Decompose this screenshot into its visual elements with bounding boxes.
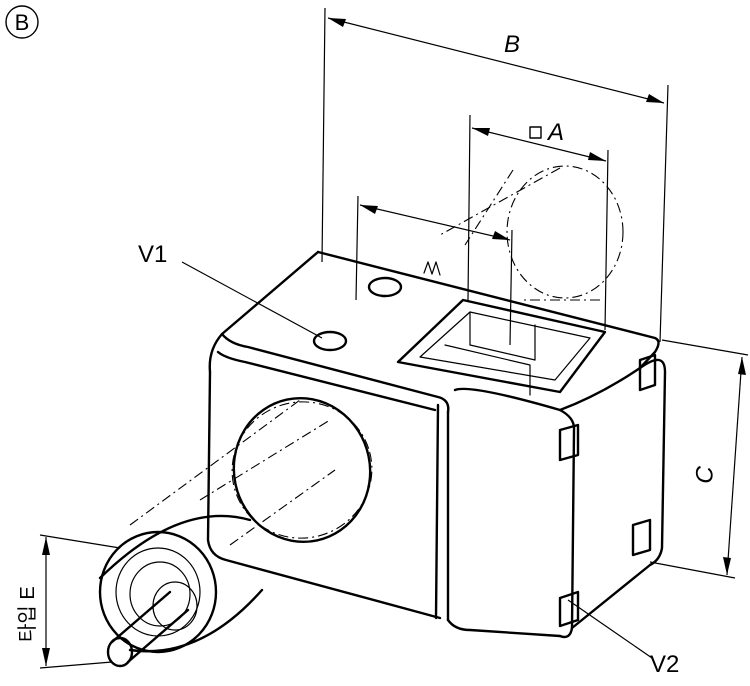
- view-badge-letter: B: [15, 10, 30, 35]
- break-mark: [423, 261, 441, 276]
- dimension-a: A: [467, 114, 609, 331]
- top-hole-v1: [312, 330, 348, 352]
- dimension-e: 타입 E: [16, 534, 121, 669]
- top-holes: [312, 276, 403, 352]
- v2-label: V2: [650, 651, 679, 678]
- view-badge: B: [5, 5, 39, 39]
- dimension-b: B: [321, 7, 669, 343]
- square-bore-opening: [396, 298, 607, 396]
- dimension-c: C: [649, 339, 749, 579]
- leader-v1: V1: [138, 241, 323, 339]
- dim-c-label: C: [691, 465, 719, 484]
- front-hub: [98, 514, 264, 668]
- front-shaft-sleeve: [129, 399, 373, 546]
- leader-v2: V2: [567, 599, 679, 678]
- block-body: [206, 250, 667, 639]
- dim-b-label: B: [504, 31, 520, 58]
- dimension-inner: [355, 195, 513, 346]
- round-bore: [232, 396, 372, 544]
- dim-a-label: A: [546, 119, 564, 146]
- v1-label: V1: [138, 241, 167, 268]
- top-hole-rear: [367, 276, 403, 298]
- rear-shaft-sleeve: [439, 165, 624, 301]
- v2-notches: [558, 353, 657, 628]
- dim-e-label: 타입 E: [16, 586, 39, 642]
